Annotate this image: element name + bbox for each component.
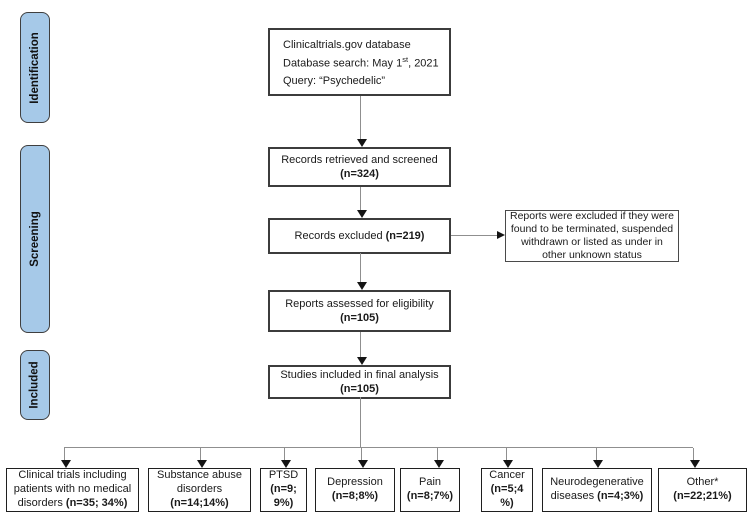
box-records-excluded: Records excluded (n=219) xyxy=(268,218,451,254)
category-stat: (n=9; 9%) xyxy=(270,483,297,509)
category-label: PTSD xyxy=(268,469,299,482)
arrow-screened-to-excluded xyxy=(356,187,367,218)
stage-included: Included xyxy=(20,350,50,420)
final-analysis-label: Studies included in final analysis xyxy=(280,368,439,381)
category-text: Depression (n=8;8%) xyxy=(318,476,392,504)
category-label: Neurodegenerative diseases xyxy=(550,476,644,502)
category-text: Pain (n=8;7%) xyxy=(403,476,457,504)
arrow-to-category-2 xyxy=(196,448,207,468)
category-label: Substance abuse disorders xyxy=(156,469,242,496)
category-label: Cancer xyxy=(489,469,525,482)
arrow-to-category-5 xyxy=(433,448,444,468)
category-stat: (n=14;14%) xyxy=(170,496,229,509)
arrow-to-category-3 xyxy=(280,448,291,468)
arrow-to-category-1 xyxy=(60,448,71,468)
arrow-to-category-4 xyxy=(357,448,368,468)
category-label: Pain xyxy=(418,476,442,489)
records-excluded-label: Records excluded xyxy=(294,229,383,242)
arrow-database-to-screened xyxy=(356,96,367,147)
eligibility-label: Reports assessed for eligibility xyxy=(285,297,434,310)
database-line1: Clinicaltrials.gov database xyxy=(283,39,411,51)
category-label: Depression xyxy=(327,476,383,489)
category-box-ptsd: PTSD (n=9; 9%) xyxy=(260,468,307,512)
database-line2: Database search: May 1st, 2021 xyxy=(283,54,441,73)
category-box-depression: Depression (n=8;8%) xyxy=(315,468,395,512)
arrow-to-category-8 xyxy=(689,448,700,468)
records-screened-label: Records retrieved and screened xyxy=(281,153,438,166)
arrow-excluded-to-eligibility xyxy=(356,253,367,290)
arrow-to-category-6 xyxy=(502,448,513,468)
box-database: Clinicaltrials.gov database Database sea… xyxy=(268,28,451,96)
stage-identification-label: Identification xyxy=(29,31,41,104)
database-line2-post: , 2021 xyxy=(408,57,439,70)
category-text: Substance abuse disorders (n=14;14%) xyxy=(151,469,248,510)
database-line2-sup: st xyxy=(402,55,409,65)
category-stat: (n=4;3%) xyxy=(597,490,644,502)
eligibility-stat: (n=105) xyxy=(340,312,379,324)
database-line2-pre: Database search: May 1 xyxy=(283,57,403,70)
distributor-line xyxy=(64,447,693,448)
category-text: Neurodegenerative diseases (n=4;3%) xyxy=(545,476,649,504)
category-stat: (n=5;4 %) xyxy=(490,483,524,509)
arrow-to-category-7 xyxy=(592,448,603,468)
category-text: Clinical trials including patients with … xyxy=(9,469,136,510)
database-line3: Query: “Psychedelic” xyxy=(283,74,386,87)
arrow-excluded-to-note xyxy=(451,231,505,239)
category-label: Other* xyxy=(686,476,719,489)
category-text: PTSD (n=9; 9%) xyxy=(263,469,304,510)
category-box-substance-abuse: Substance abuse disorders (n=14;14%) xyxy=(148,468,251,512)
box-records-screened: Records retrieved and screened (n=324) xyxy=(268,147,451,187)
category-box-neurodegenerative: Neurodegenerative diseases (n=4;3%) xyxy=(542,468,652,512)
stage-included-label: Included xyxy=(29,361,41,409)
records-screened-stat: (n=324) xyxy=(340,168,379,180)
category-stat: (n=35; 34%) xyxy=(65,496,128,509)
stem-final-to-distributor xyxy=(360,397,361,448)
category-label: Clinical trials including patients with … xyxy=(13,469,132,509)
category-box-no-medical-disorders: Clinical trials including patients with … xyxy=(6,468,139,512)
stage-screening-label: Screening xyxy=(29,211,42,267)
category-text: Cancer (n=5;4 %) xyxy=(484,469,530,510)
category-box-other: Other* (n=22;21%) xyxy=(658,468,747,512)
final-analysis-stat: (n=105) xyxy=(340,383,379,395)
category-stat: (n=8;7%) xyxy=(406,490,454,502)
category-box-cancer: Cancer (n=5;4 %) xyxy=(481,468,533,512)
category-text: Other* (n=22;21%) xyxy=(661,476,744,504)
records-excluded-stat: (n=219) xyxy=(385,229,425,242)
records-excluded-line: Records excluded (n=219) xyxy=(295,229,425,243)
category-stat: (n=8;8%) xyxy=(331,490,379,502)
stage-identification: Identification xyxy=(20,12,50,123)
exclusion-note-text: Reports were excluded if they were found… xyxy=(510,210,674,261)
category-stat: (n=22;21%) xyxy=(673,490,732,502)
arrow-eligibility-to-final xyxy=(356,332,367,365)
category-box-pain: Pain (n=8;7%) xyxy=(400,468,460,512)
box-exclusion-note: Reports were excluded if they were found… xyxy=(505,210,679,262)
box-final-analysis: Studies included in final analysis (n=10… xyxy=(268,365,451,399)
box-eligibility: Reports assessed for eligibility (n=105) xyxy=(268,290,451,332)
stage-screening: Screening xyxy=(20,145,50,333)
